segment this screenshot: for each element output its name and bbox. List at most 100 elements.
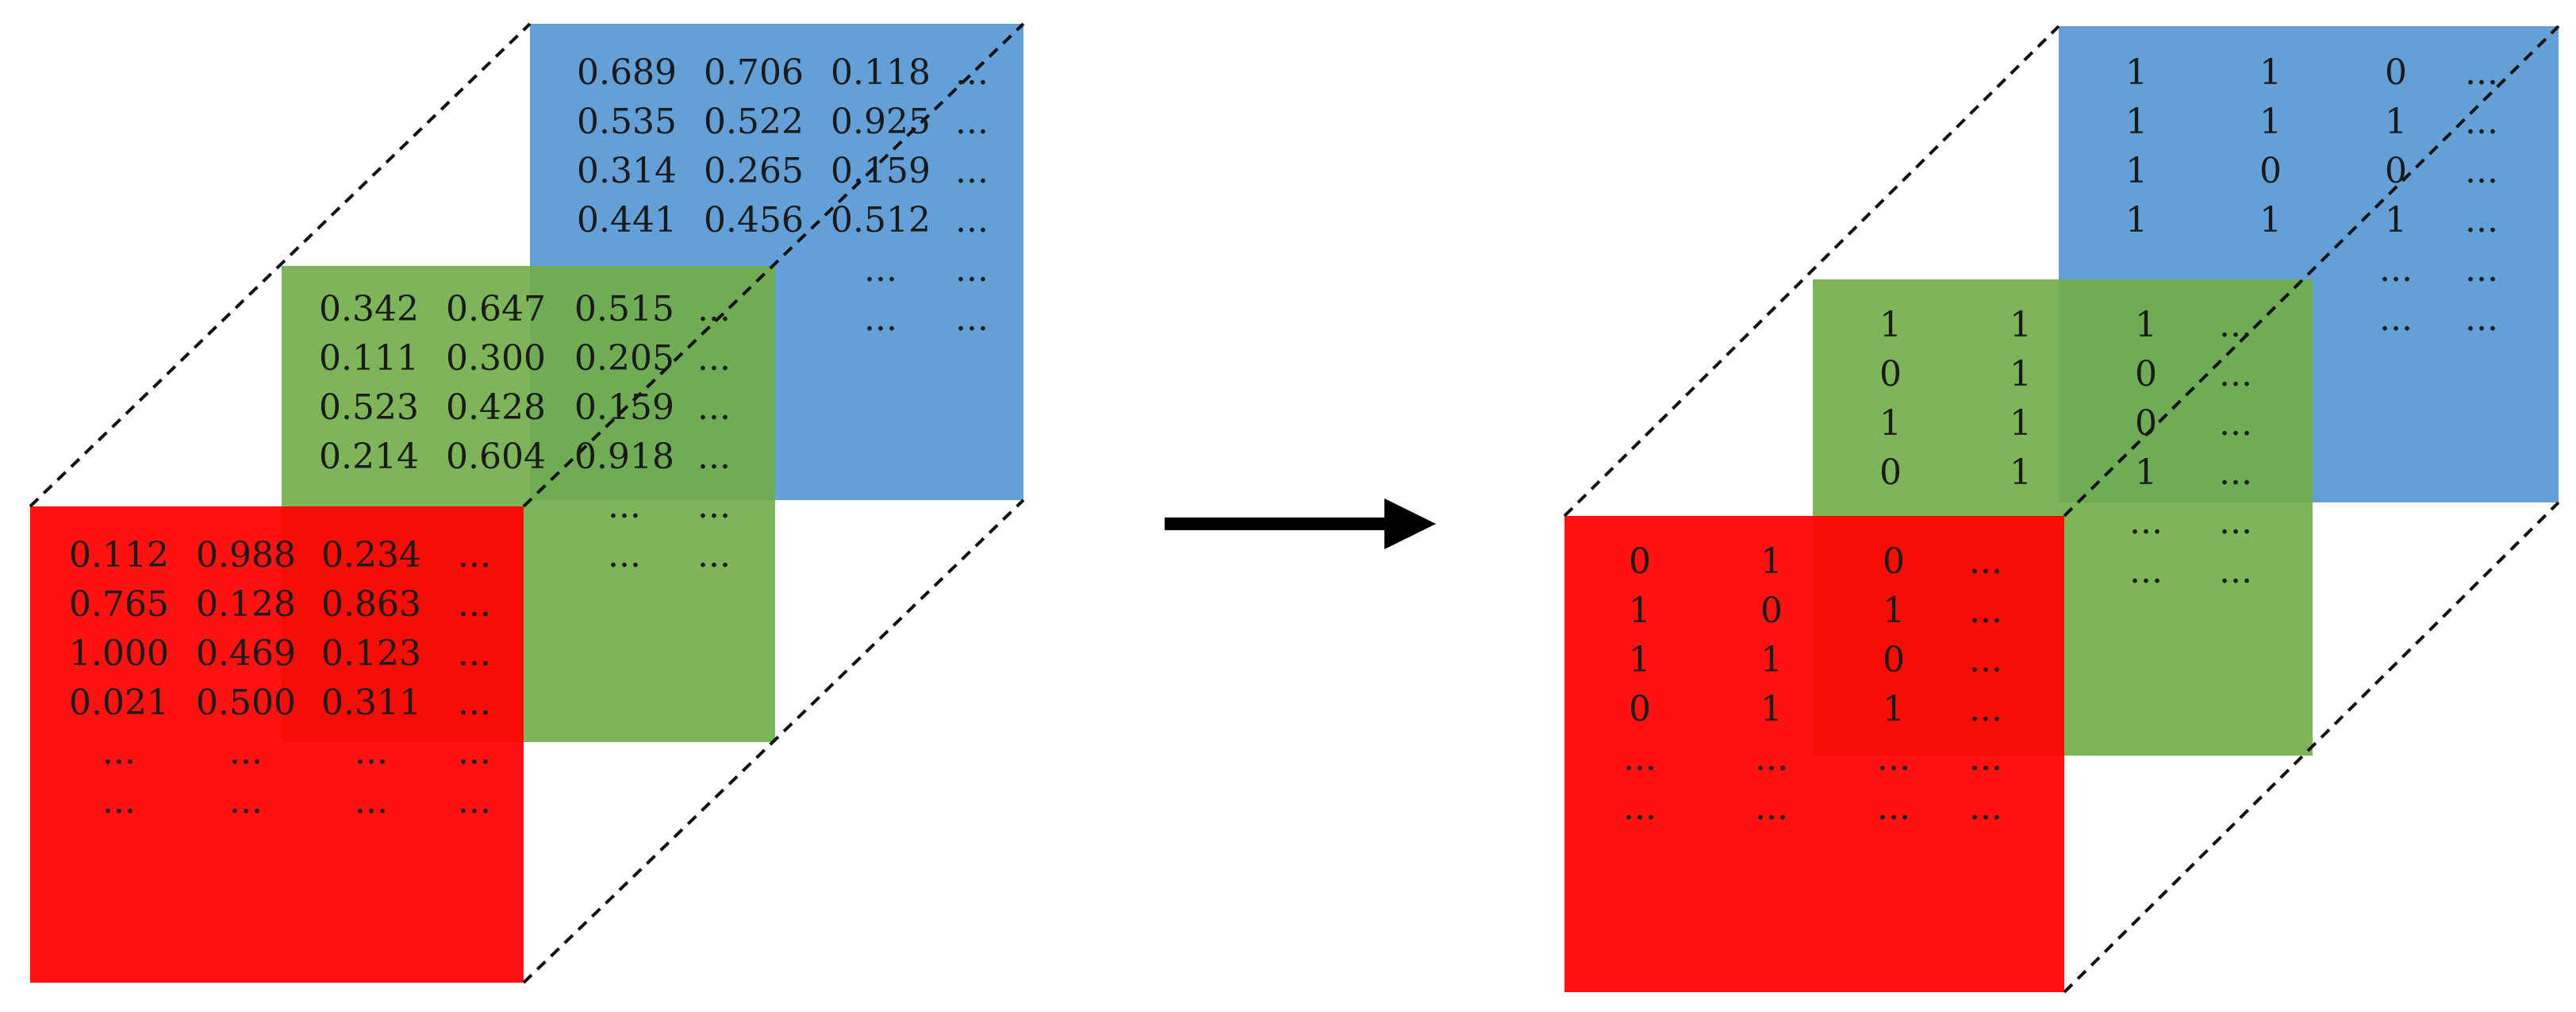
input-red-cell: 0.123	[321, 633, 421, 674]
input-green-cell: ...	[697, 338, 731, 379]
output-green-cell: ...	[2129, 551, 2163, 591]
output-blue-cell: 0	[2259, 151, 2282, 191]
output-red-cell: ...	[1969, 738, 2002, 779]
input-green-cell: ...	[697, 486, 731, 526]
input-green-cell: ...	[697, 535, 731, 575]
output-blue-cell: 1	[2259, 102, 2282, 142]
output-red-cell: ...	[1969, 591, 2002, 631]
input-green-cell: ...	[697, 387, 731, 428]
input-green-cell: 0.523	[319, 387, 419, 428]
output-blue-cell: ...	[2379, 298, 2413, 339]
input-blue-cell: ...	[864, 249, 897, 290]
output-blue-cell: ...	[2465, 298, 2498, 339]
input-red-cell: ...	[458, 683, 491, 723]
input-red-cell: ...	[229, 732, 263, 772]
output-red-cell: 1	[1629, 591, 1651, 631]
input-blue-cell: ...	[955, 298, 989, 339]
input-green-cell: 0.159	[574, 387, 674, 428]
input-red-cell: ...	[102, 732, 136, 772]
input-red-cell: 0.863	[321, 584, 421, 625]
input-red-cell: 0.765	[69, 584, 169, 625]
input-blue-cell: 0.118	[831, 52, 931, 93]
input-red-cell: ...	[355, 781, 388, 822]
output-blue-cell: 1	[2125, 52, 2148, 93]
input-red-cell: 0.311	[321, 683, 421, 723]
output-green-cell: ...	[2219, 305, 2252, 345]
output-green-cell: 1	[2010, 354, 2032, 394]
input-green-cell: 0.300	[446, 338, 546, 379]
output-green-cell: ...	[2129, 502, 2163, 542]
output-green-cell: 1	[2135, 452, 2157, 493]
output-green-cell: 1	[2010, 452, 2032, 493]
input-blue-cell: ...	[955, 102, 989, 142]
output-blue-cell: ...	[2465, 200, 2498, 240]
output-green-cell: 0	[1879, 354, 1902, 394]
output-red-cell: ...	[1755, 738, 1788, 779]
output-red-cell: 1	[1760, 689, 1783, 729]
output-blue-cell: 1	[2259, 52, 2282, 93]
output-blue-cell: 1	[2125, 151, 2148, 191]
input-green-cell: 0.428	[446, 387, 546, 428]
input-blue-cell: 0.706	[704, 52, 804, 93]
output-blue-cell: 1	[2125, 102, 2148, 142]
right-arrow-icon	[1165, 498, 1436, 549]
input-red-cell: 0.128	[196, 584, 296, 625]
output-blue-cell: ...	[2465, 249, 2498, 290]
input-green-cell: 0.604	[446, 437, 546, 477]
input-blue-cell: 0.159	[831, 151, 931, 191]
output-green-cell: ...	[2219, 354, 2252, 394]
input-red-cell: 0.112	[69, 535, 169, 575]
input-blue-cell: ...	[864, 298, 897, 339]
output-blue-cell: ...	[2465, 102, 2498, 142]
output-red-cell: ...	[1969, 541, 2002, 582]
output-green-cell: 1	[2135, 305, 2157, 345]
output-green-cell: 1	[1879, 403, 1902, 444]
output-red-cell: ...	[1877, 738, 1910, 779]
input-green-cell: ...	[608, 535, 641, 575]
input-green-cell: ...	[697, 289, 731, 329]
input-green-cell: 0.647	[446, 289, 546, 329]
output-blue-cell: ...	[2465, 52, 2498, 93]
input-green-cell: 0.214	[319, 437, 419, 477]
output-blue-cell: 0	[2385, 151, 2407, 191]
output-red-cell: ...	[1623, 787, 1657, 828]
output-red-cell: ...	[1623, 738, 1657, 779]
output-red-cell: 0	[1883, 541, 1905, 582]
output-red-cell: 0	[1629, 689, 1651, 729]
input-red-cell: ...	[458, 633, 491, 674]
output-green-cell: 1	[2010, 305, 2032, 345]
input-red-cell: 0.021	[69, 683, 169, 723]
input-red-cell: ...	[102, 781, 136, 822]
input-blue-cell: 0.512	[831, 200, 931, 240]
input-blue-cell: ...	[955, 151, 989, 191]
input-green-cell: ...	[608, 486, 641, 526]
input-red-cell: ...	[458, 732, 491, 772]
input-red-cell: 0.500	[196, 683, 296, 723]
output-red-cell: 1	[1883, 689, 1905, 729]
input-blue-cell: 0.456	[704, 200, 804, 240]
input-red-cell: 0.988	[196, 535, 296, 575]
output-green-cell: 0	[1879, 452, 1902, 493]
output-blue-cell: 1	[2385, 102, 2407, 142]
output-red-cell: ...	[1969, 640, 2002, 680]
input-green-cell: 0.515	[574, 289, 674, 329]
output-green-cell: 0	[2135, 403, 2157, 444]
output-blue-cell: 1	[2125, 200, 2148, 240]
input-blue-cell: 0.535	[577, 102, 677, 142]
output-green-cell: 1	[1879, 305, 1902, 345]
output-blue-cell: 1	[2259, 200, 2282, 240]
output-red-cell: 1	[1629, 640, 1651, 680]
output-red-channel	[1564, 516, 2064, 992]
output-green-cell: ...	[2219, 403, 2252, 444]
input-green-cell: 0.918	[574, 437, 674, 477]
output-red-cell: 0	[1629, 541, 1651, 582]
output-blue-cell: 0	[2385, 52, 2407, 93]
input-blue-cell: ...	[955, 249, 989, 290]
input-red-cell: ...	[458, 584, 491, 625]
output-red-cell: 1	[1883, 591, 1905, 631]
input-blue-cell: ...	[955, 52, 989, 93]
output-green-cell: ...	[2219, 502, 2252, 542]
output-red-cell: ...	[1969, 689, 2002, 729]
output-red-cell: ...	[1969, 787, 2002, 828]
